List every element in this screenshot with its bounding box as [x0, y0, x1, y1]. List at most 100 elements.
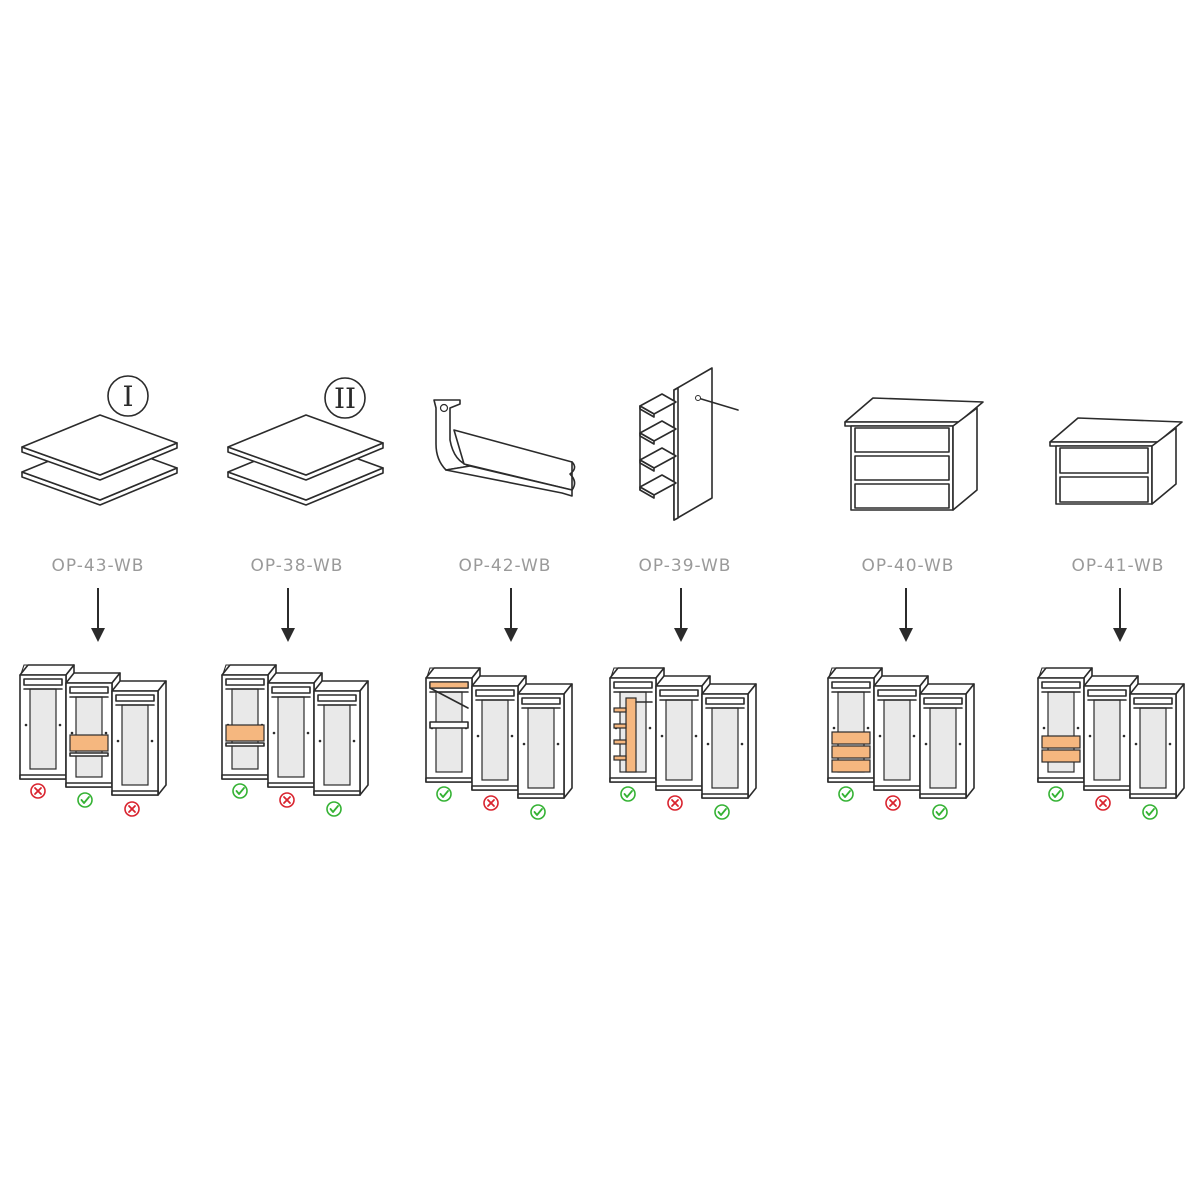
three-drawer-unit-drawing [844, 397, 984, 511]
column-back-panel [527, 707, 555, 789]
column-top-shelf [1133, 697, 1173, 705]
cross-circle-icon [30, 783, 46, 799]
column-top-shelf [271, 686, 311, 694]
check-mark [439, 790, 449, 798]
column-pin [104, 731, 108, 735]
column-base [111, 790, 159, 796]
down-arrow-icon [281, 588, 295, 642]
hanging-rail-drawing [433, 399, 576, 497]
highlighted-shelf-edge [225, 742, 265, 747]
column-top [1129, 683, 1185, 695]
option-op-38-wb: II OP-38-WB [221, 377, 384, 817]
wardrobe-column [1129, 683, 1185, 799]
check-circle-icon [932, 804, 948, 820]
highlighted-side-shelf [613, 739, 627, 745]
highlighted-drawer [1041, 749, 1081, 763]
column-top [1037, 667, 1093, 679]
highlighted-side-shelf [613, 723, 627, 729]
highlighted-shelf [225, 724, 265, 742]
check-circle-outline [1142, 804, 1158, 820]
product-code: OP-41-WB [1072, 556, 1165, 576]
wardrobe-illustration [827, 667, 975, 799]
column-pin [878, 734, 882, 738]
upper-board-top [227, 414, 384, 476]
column-back-panel [29, 688, 57, 770]
highlighted-drawer [831, 745, 871, 759]
check-mark [235, 787, 245, 795]
side-panel-edge [673, 387, 679, 521]
product-code: OP-43-WB [52, 556, 145, 576]
column-top-shelf [475, 689, 515, 697]
column-side [965, 683, 975, 799]
upper-board-top [21, 414, 178, 476]
wardrobe-column [517, 683, 573, 799]
down-arrow-icon [91, 588, 105, 642]
column-pin [1042, 726, 1046, 730]
check-circle-outline [232, 783, 248, 799]
product-code: OP-38-WB [251, 556, 344, 576]
roman-badge: I [107, 375, 149, 417]
column-pin [150, 739, 154, 743]
column-top [65, 672, 121, 684]
check-circle-outline [77, 792, 93, 808]
column-pin [648, 726, 652, 730]
column-side [1175, 683, 1185, 799]
column-pin [556, 742, 560, 746]
column-base [425, 777, 473, 783]
check-circle-outline [326, 801, 342, 817]
check-circle-outline [714, 804, 730, 820]
column-side [747, 683, 757, 799]
column-base [313, 790, 361, 796]
highlighted-drawer [1041, 735, 1081, 749]
highlighted-side-panel [625, 697, 637, 773]
cross-mark [889, 799, 897, 807]
side-panel-front [673, 367, 713, 521]
column-pin [522, 742, 526, 746]
wardrobe-column [425, 667, 481, 783]
check-circle-outline [530, 804, 546, 820]
arrow-head [91, 628, 105, 642]
column-top-shelf [521, 697, 561, 705]
check-mark [717, 808, 727, 816]
check-circle-icon [436, 786, 452, 802]
column-top-shelf [659, 689, 699, 697]
column-top [701, 683, 757, 695]
column-back-panel [481, 699, 509, 781]
side-rail [697, 397, 739, 411]
column-pin [832, 726, 836, 730]
highlighted-side-shelf [613, 755, 627, 761]
cross-circle-icon [1095, 795, 1111, 811]
check-circle-icon [1142, 804, 1158, 820]
shelf-pair-drawing [21, 414, 178, 506]
arrow-head [281, 628, 295, 642]
check-mark [1051, 790, 1061, 798]
wardrobe-column [111, 680, 167, 796]
check-mark [329, 805, 339, 813]
option-op-41-wb: OP-41-WB [1037, 417, 1185, 820]
column-base [827, 777, 875, 783]
column-base [919, 793, 967, 799]
check-circle-outline [1048, 786, 1064, 802]
check-circle-icon [1048, 786, 1064, 802]
check-mark [841, 790, 851, 798]
column-pin [272, 731, 276, 735]
arrow-head [1113, 628, 1127, 642]
column-top-shelf [317, 694, 357, 702]
product-code: OP-42-WB [459, 556, 552, 576]
column-back-panel [277, 696, 305, 778]
cross-circle-icon [667, 795, 683, 811]
shelf-pair-drawing [227, 414, 384, 506]
column-back-panel [323, 704, 351, 786]
column-pin [912, 734, 916, 738]
roman-numeral: II [334, 382, 356, 415]
column-side [563, 683, 573, 799]
wardrobe-illustration [609, 667, 757, 799]
column-back-panel [883, 699, 911, 781]
column-pin [1134, 742, 1138, 746]
down-arrow-icon [674, 588, 688, 642]
column-top [313, 680, 369, 692]
column-top [873, 675, 929, 687]
highlighted-shelf-edge [69, 752, 109, 757]
cross-circle-icon [124, 801, 140, 817]
